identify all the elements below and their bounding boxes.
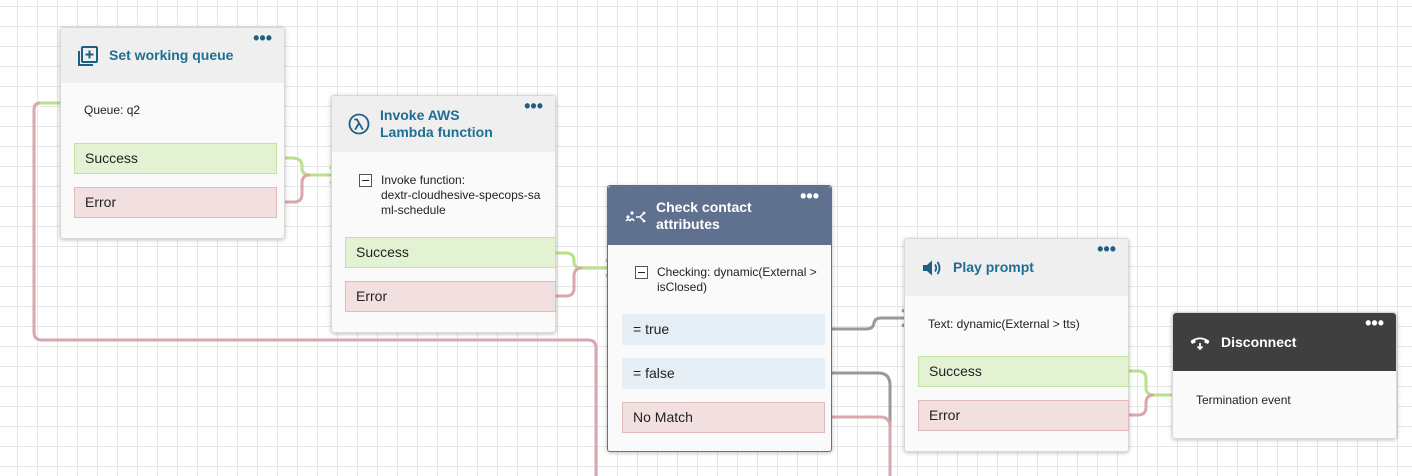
block-title: Disconnect xyxy=(1221,333,1297,350)
wire-play-error xyxy=(1121,393,1155,417)
block-title: Invoke AWS Lambda function xyxy=(380,107,493,140)
play-prompt-block[interactable]: Play prompt ••• Text: dynamic(External >… xyxy=(904,238,1129,452)
more-options-icon[interactable]: ••• xyxy=(1097,239,1116,259)
collapse-toggle[interactable] xyxy=(635,266,648,279)
more-options-icon[interactable]: ••• xyxy=(800,186,819,206)
block-header[interactable]: Play prompt ••• xyxy=(905,239,1128,296)
checking-detail-line-1: Checking: dynamic(External > xyxy=(657,265,817,279)
more-options-icon[interactable]: ••• xyxy=(253,28,272,48)
error-branch[interactable]: Error xyxy=(74,187,277,218)
checking-detail-line-2: isClosed) xyxy=(657,280,708,294)
queue-detail: Queue: q2 xyxy=(84,103,141,117)
hang-up-icon xyxy=(1190,337,1210,351)
invoke-lambda-block[interactable]: Invoke AWS Lambda function ••• Invoke fu… xyxy=(331,95,556,333)
block-header[interactable]: Check contact attributes ••• xyxy=(608,186,831,245)
branch-true[interactable]: = true xyxy=(622,314,825,345)
wire-true xyxy=(824,316,918,331)
wire-nomatch xyxy=(824,415,892,476)
block-header[interactable]: Set working queue ••• xyxy=(61,28,284,83)
success-branch[interactable]: Success xyxy=(74,143,277,174)
prompt-text-detail: Text: dynamic(External > tts) xyxy=(928,317,1080,331)
set-working-queue-block[interactable]: Set working queue ••• Queue: q2 Success … xyxy=(60,27,285,239)
function-name-line-1: dextr-cloudhesive-specops-sa xyxy=(381,188,541,202)
wire-queue-error xyxy=(277,173,311,204)
invoke-function-label: Invoke function: xyxy=(381,173,466,187)
speaker-icon xyxy=(923,260,941,275)
check-contact-attributes-block[interactable]: Check contact attributes ••• Checking: d… xyxy=(607,185,832,452)
block-title: Set working queue xyxy=(109,47,234,63)
block-header[interactable]: Invoke AWS Lambda function ••• xyxy=(332,96,555,152)
termination-event-label: Termination event xyxy=(1196,393,1291,407)
block-header[interactable]: Disconnect ••• xyxy=(1173,313,1396,371)
block-title: Check contact attributes xyxy=(656,198,752,232)
function-name-line-2: ml-schedule xyxy=(381,203,446,217)
success-branch[interactable]: Success xyxy=(918,356,1129,387)
error-branch[interactable]: Error xyxy=(345,281,556,312)
disconnect-block[interactable]: Disconnect ••• Termination event xyxy=(1172,312,1397,439)
more-options-icon[interactable]: ••• xyxy=(524,96,543,116)
lambda-icon xyxy=(348,113,370,135)
collapse-toggle[interactable] xyxy=(359,174,372,187)
block-title: Play prompt xyxy=(953,259,1034,275)
branch-false[interactable]: = false xyxy=(622,358,825,389)
error-branch[interactable]: Error xyxy=(918,400,1129,431)
wire-loop-error xyxy=(32,101,598,476)
add-square-icon xyxy=(78,45,98,66)
wire-false xyxy=(824,371,892,476)
wire-lambda-error xyxy=(548,266,583,298)
more-options-icon[interactable]: ••• xyxy=(1365,313,1384,333)
branch-no-match[interactable]: No Match xyxy=(622,402,825,433)
check-attributes-icon xyxy=(625,210,646,222)
success-branch[interactable]: Success xyxy=(345,237,556,268)
